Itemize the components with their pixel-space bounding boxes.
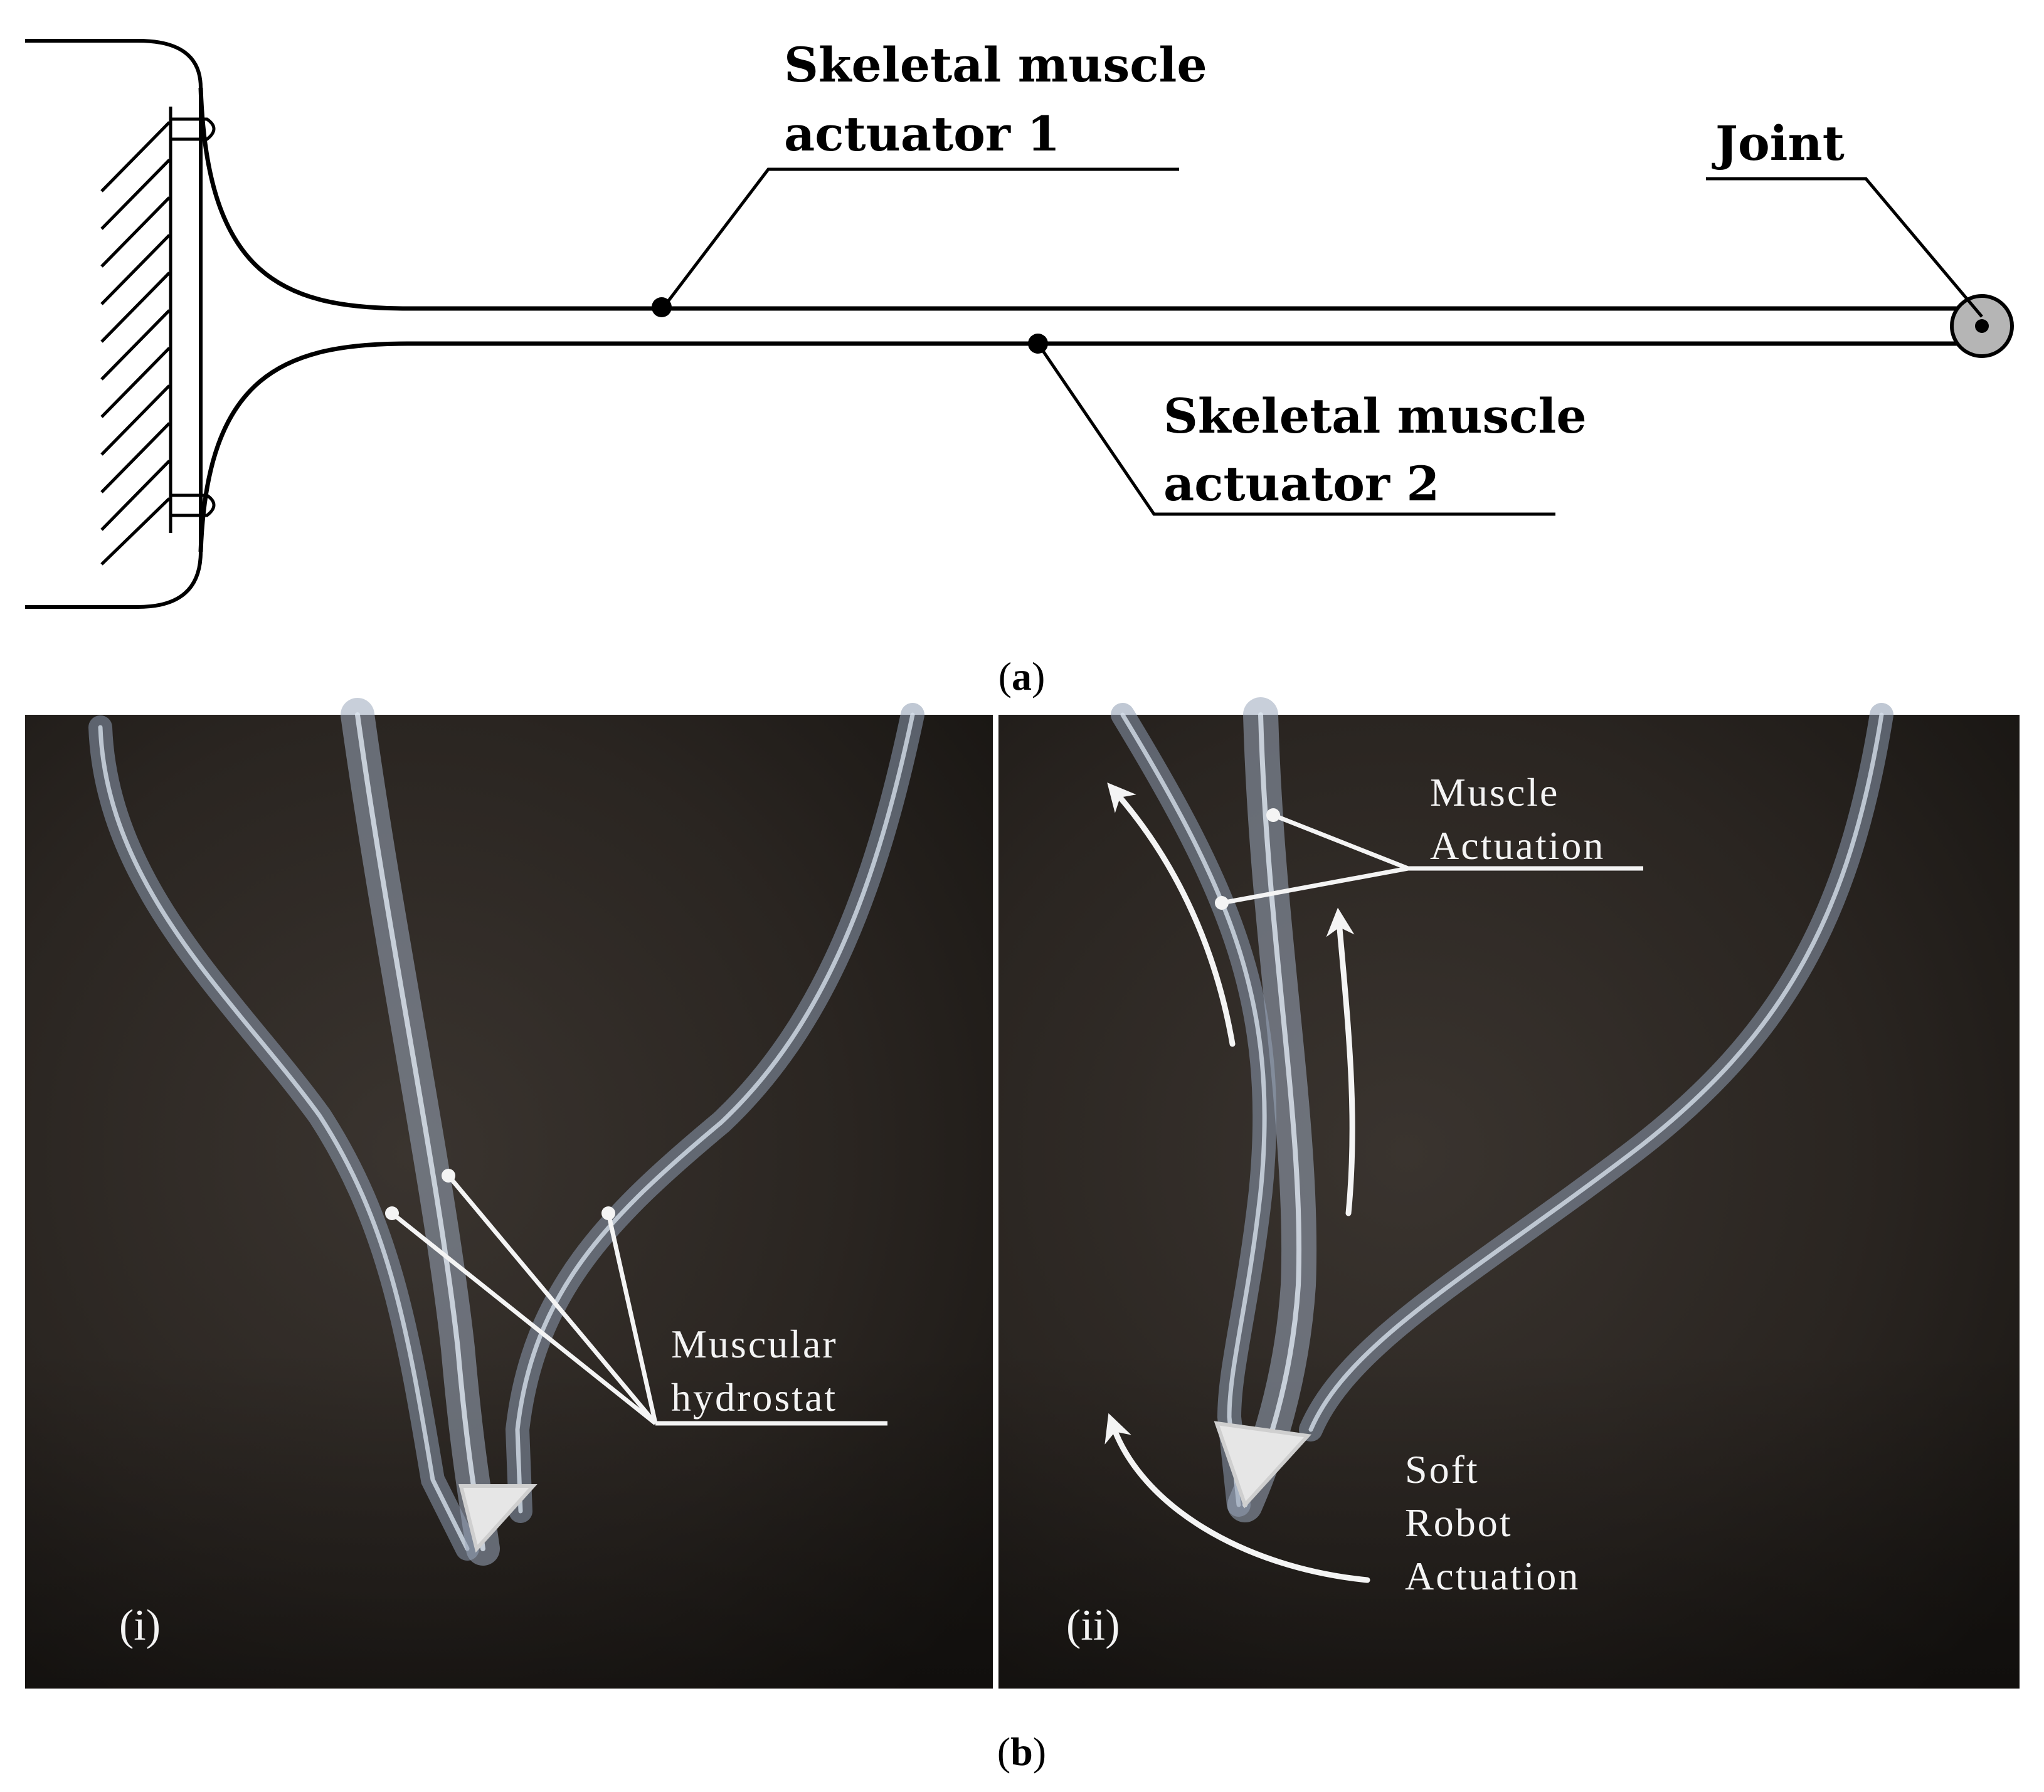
actuator-1-line	[198, 87, 1982, 311]
photo-ii-dot-upper	[1266, 808, 1280, 822]
soft-robot-label-line3: Actuation	[1405, 1554, 1580, 1598]
caption-b: (b)	[997, 1729, 1046, 1774]
photo-ii-floor-shadow	[998, 1348, 2020, 1689]
photo-i-dot-right	[601, 1206, 615, 1220]
actuator-1-label-line1: Skeletal muscle	[784, 37, 1207, 93]
actuator-2-label-line1: Skeletal muscle	[1163, 388, 1587, 444]
photo-ii-arrows	[1104, 783, 1370, 1583]
wall-hatch	[100, 107, 172, 566]
photo-i-dot-left	[385, 1206, 399, 1220]
panel-ii-tag: (ii)	[1066, 1601, 1120, 1650]
photo-i-dot-center	[442, 1169, 455, 1183]
body-outline	[25, 39, 203, 609]
photo-i-annotation-lines	[390, 1174, 887, 1426]
joint-pin	[1975, 319, 1989, 333]
actuator-2-label-line2: actuator 2	[1163, 456, 1439, 512]
soft-robot-label-line1: Soft	[1405, 1447, 1480, 1492]
photo-ii-annotation-lines	[1221, 813, 1643, 905]
joint-label: Joint	[1712, 115, 1845, 171]
muscle-actuation-arrow-right	[1326, 907, 1355, 1216]
caption-a: (a)	[998, 654, 1046, 698]
soft-robot-actuation-arrow	[1104, 1413, 1370, 1583]
leader-lines-a	[662, 167, 1983, 516]
photo-i-tubes	[88, 698, 924, 1566]
muscular-hydrostat-label-line2: hydrostat	[671, 1375, 837, 1420]
photo-ii-connector	[1214, 1421, 1312, 1509]
muscle-actuation-label-line1: Muscle	[1430, 770, 1559, 814]
photo-i-floor-shadow	[25, 1348, 993, 1689]
soft-robot-label-line2: Robot	[1405, 1500, 1512, 1545]
actuator-2-line	[198, 341, 1982, 552]
muscle-actuation-label-line2: Actuation	[1430, 823, 1605, 868]
upper-loop	[169, 117, 216, 141]
actuator-2-dot	[1028, 334, 1048, 354]
diagram-a: Skeletal muscle actuator 1 Skeletal musc…	[25, 37, 2014, 698]
photo-i-connector	[458, 1484, 537, 1553]
photo-ii-dot-lower	[1215, 896, 1229, 910]
actuator-1-dot	[652, 297, 672, 317]
actuator-1-label-line2: actuator 1	[784, 106, 1060, 162]
photo-b: Muscular hydrostat (i) Muscle Actuati	[25, 697, 2020, 1774]
muscular-hydrostat-label-line1: Muscular	[671, 1322, 838, 1366]
muscle-actuation-arrow-left	[1107, 783, 1236, 1047]
panel-i-tag: (i)	[119, 1601, 161, 1650]
